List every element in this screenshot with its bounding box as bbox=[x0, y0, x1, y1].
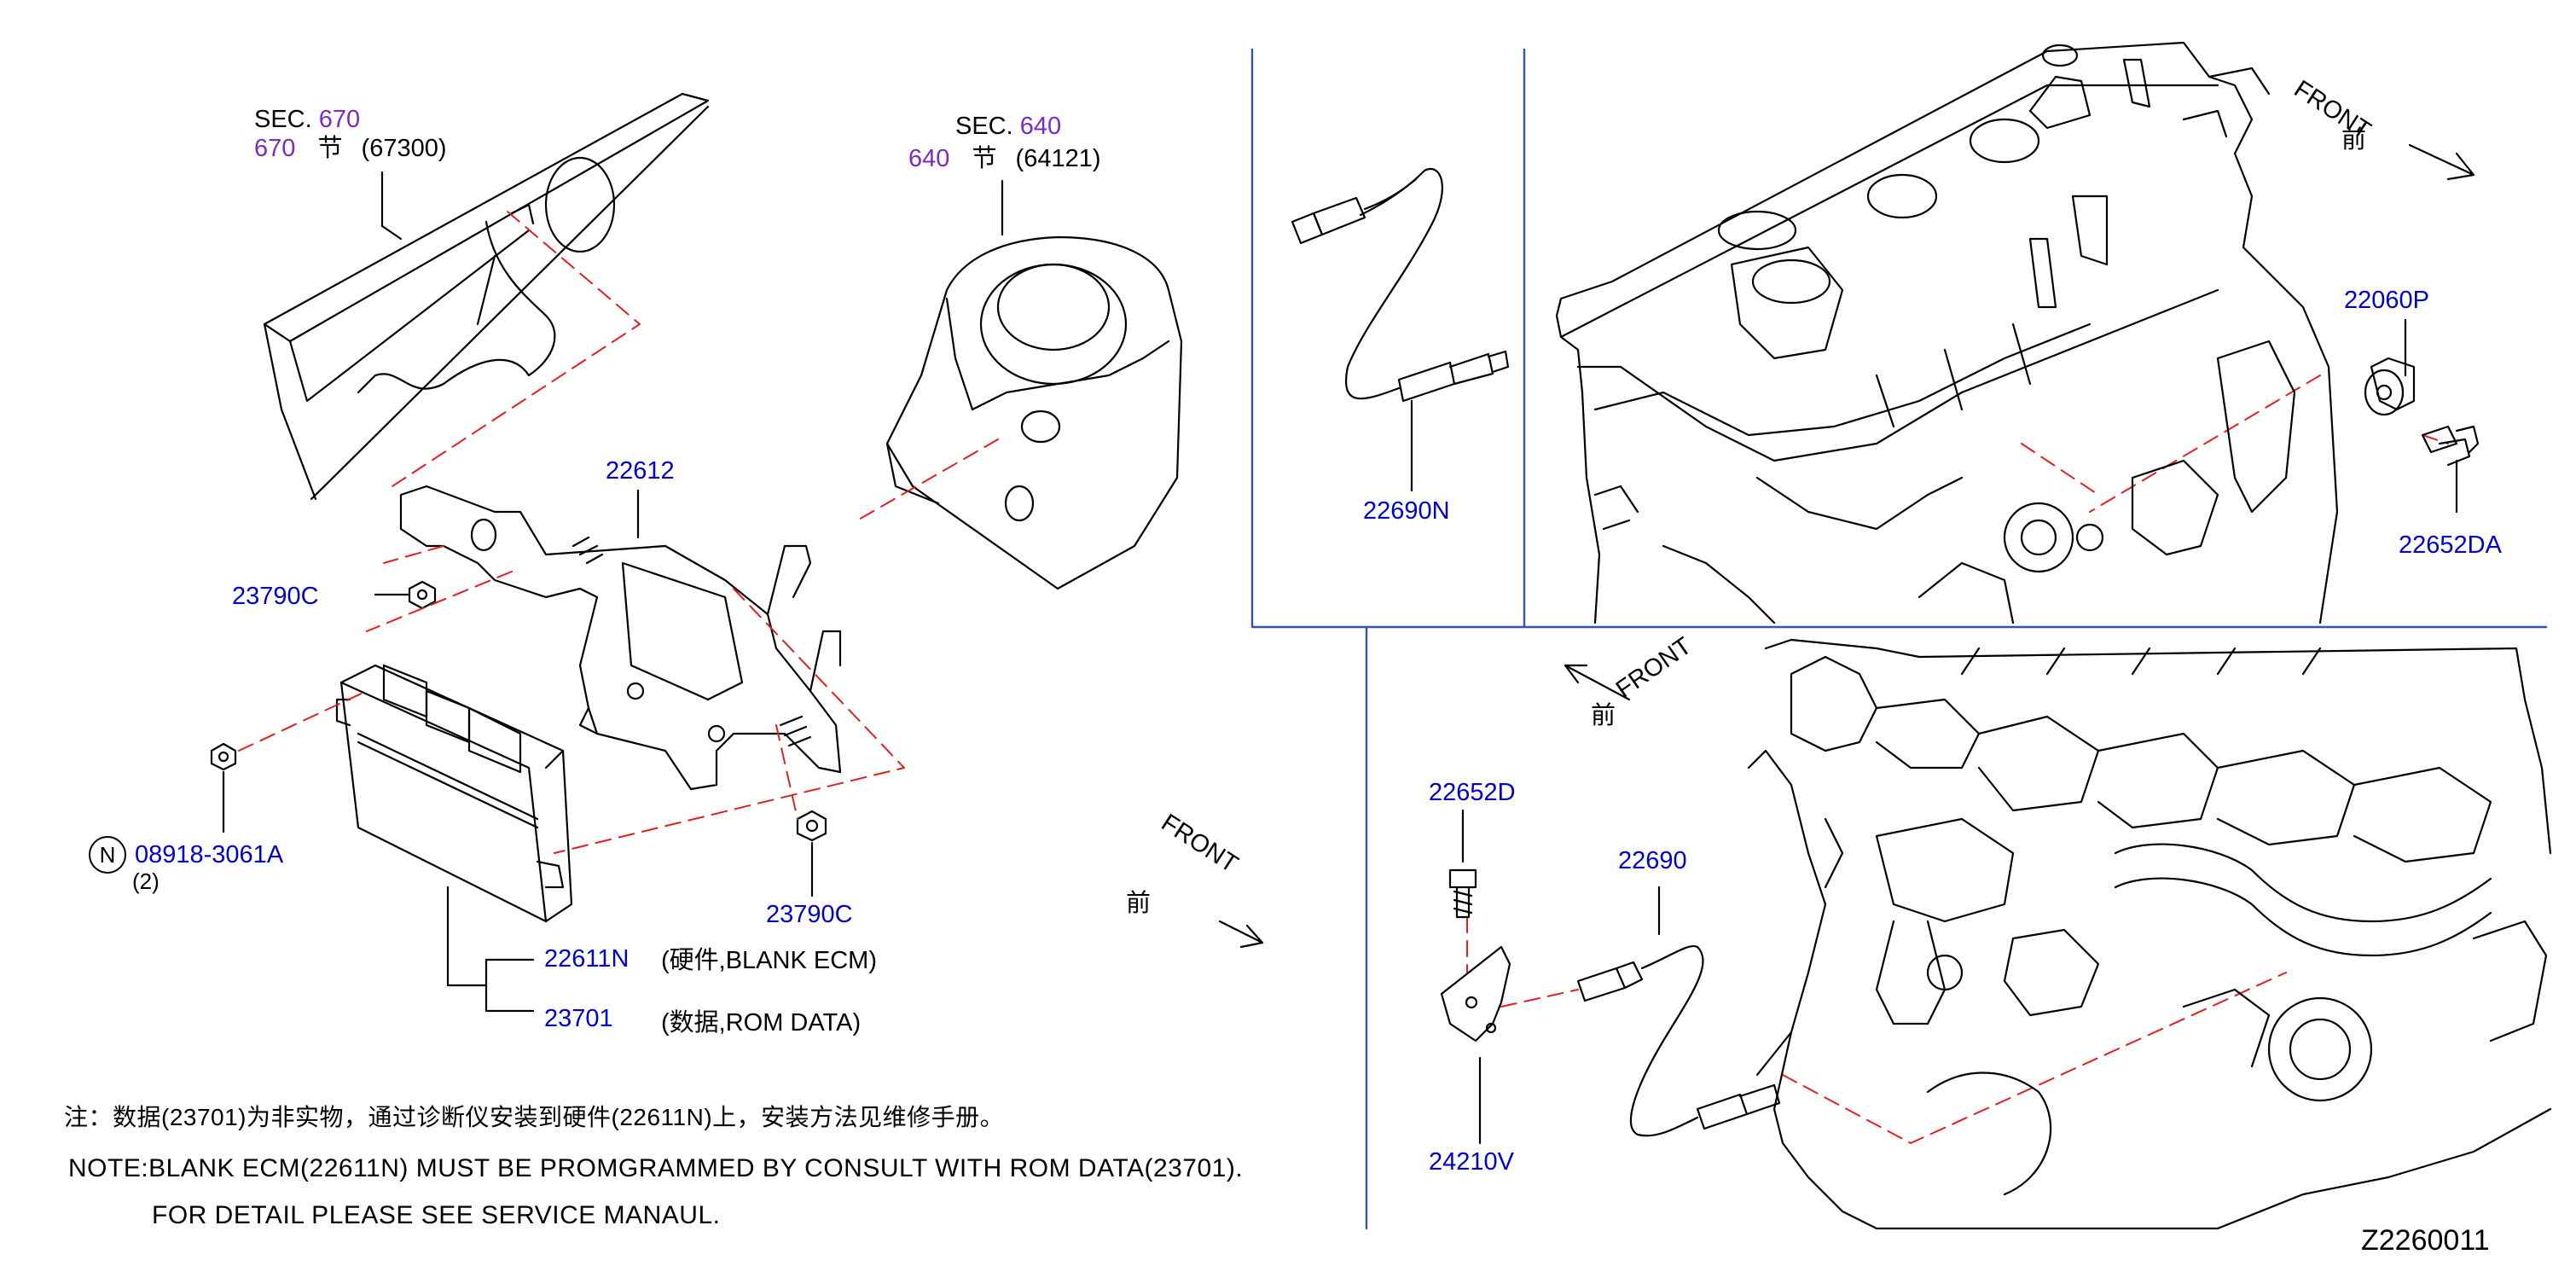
section-ref-670[interactable]: SEC. 670 bbox=[254, 107, 360, 132]
part-label-23701[interactable]: 23701 bbox=[544, 1005, 613, 1032]
front-cn-left: 前 bbox=[1126, 890, 1152, 917]
sec-number: 670 bbox=[318, 106, 361, 133]
note-en-line2: FOR DETAIL PLEASE SEE SERVICE MANAUL. bbox=[152, 1201, 721, 1229]
part-qty-08918: (2) bbox=[132, 868, 160, 894]
front-arrows bbox=[1218, 143, 2475, 949]
front-cn-mid: 前 bbox=[1591, 702, 1616, 729]
engine-lower bbox=[1747, 638, 2552, 1230]
bolt-08918 bbox=[210, 742, 237, 771]
section-ref-640[interactable]: SEC. 640 bbox=[955, 114, 1061, 139]
alignment-dashes bbox=[238, 211, 2449, 1144]
sec-prefix: SEC. bbox=[254, 106, 312, 133]
front-cn-top: 前 bbox=[2341, 126, 2367, 154]
part-label-24210v[interactable]: 24210V bbox=[1429, 1148, 1514, 1176]
sensor-22690 bbox=[1576, 944, 1781, 1137]
note-en-line1: NOTE:BLANK ECM(22611N) MUST BE PROMGRAMM… bbox=[68, 1154, 1244, 1182]
part-label-23790c-upper[interactable]: 23790C bbox=[232, 583, 319, 610]
engine-upper bbox=[1555, 41, 2339, 624]
nut-23790c-upper bbox=[408, 580, 437, 610]
note-cn: 注：数据(23701)为非实物，通过诊断仪安装到硬件(22611N)上，安装方法… bbox=[64, 1104, 1005, 1130]
part-desc-23701: (数据,ROM DATA) bbox=[661, 1009, 862, 1037]
part-label-22611n[interactable]: 22611N bbox=[544, 945, 629, 973]
strut-tower bbox=[885, 235, 1183, 590]
sec-prefix: SEC. bbox=[955, 113, 1013, 140]
sec-ref-char: 节 bbox=[317, 135, 343, 162]
bracket-24210v bbox=[1440, 945, 1511, 1042]
section-ref-670-detail[interactable]: 670 节 (67300) bbox=[254, 136, 447, 161]
part-label-22690n[interactable]: 22690N bbox=[1363, 497, 1450, 525]
bolt-22652da bbox=[2421, 425, 2480, 467]
part-label-23790c-lower[interactable]: 23790C bbox=[766, 901, 853, 928]
nut-23790c-lower bbox=[796, 810, 827, 842]
sensor-22690n bbox=[1291, 168, 1510, 403]
part-label-22690[interactable]: 22690 bbox=[1618, 847, 1687, 874]
ecm-bracket bbox=[399, 485, 842, 791]
diagram-id: Z2260011 bbox=[2361, 1224, 2490, 1257]
ecm-unit bbox=[335, 664, 573, 923]
panel-dividers bbox=[1250, 48, 2548, 1230]
part-desc-22611n: (硬件,BLANK ECM) bbox=[661, 947, 877, 974]
sec-ref-char: 节 bbox=[972, 145, 997, 172]
part-label-22652d[interactable]: 22652D bbox=[1429, 779, 1516, 806]
n-badge-icon: N bbox=[89, 836, 126, 874]
sec-ref-part: (67300) bbox=[361, 135, 447, 162]
sensor-22060p bbox=[2364, 357, 2416, 416]
part-label-22612[interactable]: 22612 bbox=[606, 457, 675, 485]
sec-ref-number: 640 bbox=[908, 145, 950, 172]
bolt-22652d bbox=[1448, 868, 1477, 919]
sec-ref-number: 670 bbox=[254, 135, 296, 162]
part-label-22060p[interactable]: 22060P bbox=[2344, 287, 2429, 314]
sec-number: 640 bbox=[1019, 113, 1062, 140]
part-label-22652da[interactable]: 22652DA bbox=[2399, 531, 2502, 559]
sec-ref-part: (64121) bbox=[1015, 145, 1101, 172]
leader-lines bbox=[222, 171, 2458, 1145]
part-label-08918-3061a[interactable]: 08918-3061A bbox=[135, 841, 284, 868]
fender-panel bbox=[263, 92, 710, 501]
section-ref-640-detail[interactable]: 640 节 (64121) bbox=[908, 147, 1101, 171]
